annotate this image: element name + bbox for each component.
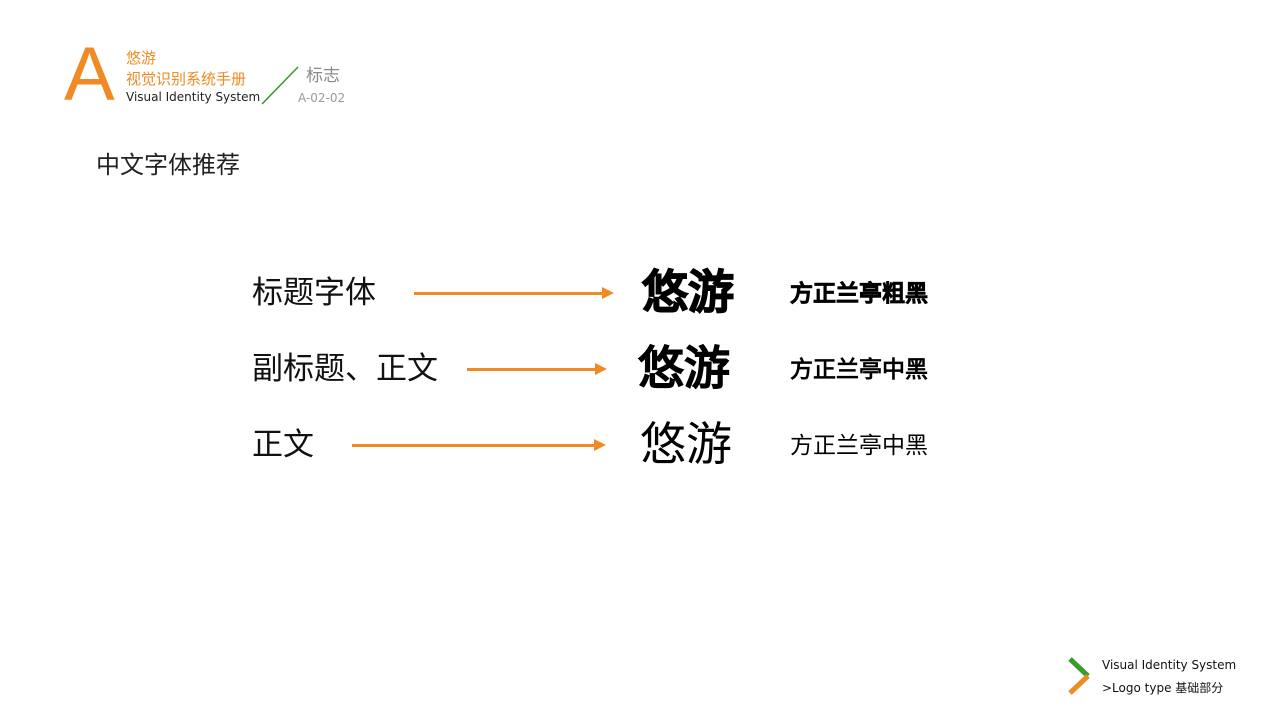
- page-code: A-02-02: [298, 91, 346, 105]
- footer-subtitle: >Logo type 基础部分: [1102, 681, 1224, 695]
- manual-english-title: Visual Identity System: [126, 90, 261, 104]
- section-letter: A: [64, 32, 115, 117]
- footer-english-title: Visual Identity System: [1102, 658, 1237, 672]
- arrow-right-icon: [467, 363, 607, 375]
- page-title: 中文字体推荐: [96, 151, 240, 179]
- slash-divider-icon: [261, 66, 299, 105]
- row-label-body-font: 正文: [252, 427, 314, 463]
- font-name-regular: 方正兰亭中黑: [790, 433, 928, 459]
- font-name-bold: 方正兰亭中黑: [790, 357, 928, 383]
- section-name: 标志: [306, 66, 340, 86]
- row-label-title-font: 标题字体: [252, 275, 376, 311]
- font-sample-bold: 悠游: [638, 341, 731, 396]
- font-name-heavy: 方正兰亭粗黑: [790, 281, 929, 308]
- brand-name: 悠游: [126, 49, 157, 67]
- chevron-right-icon: [1068, 657, 1090, 695]
- font-sample-heavy: 悠游: [641, 264, 734, 319]
- manual-title: 视觉识别系统手册: [126, 70, 247, 88]
- font-sample-regular: 悠游: [640, 417, 732, 471]
- arrow-right-icon: [352, 439, 606, 451]
- row-label-subtitle-font: 副标题、正文: [252, 351, 438, 387]
- arrow-right-icon: [414, 287, 614, 299]
